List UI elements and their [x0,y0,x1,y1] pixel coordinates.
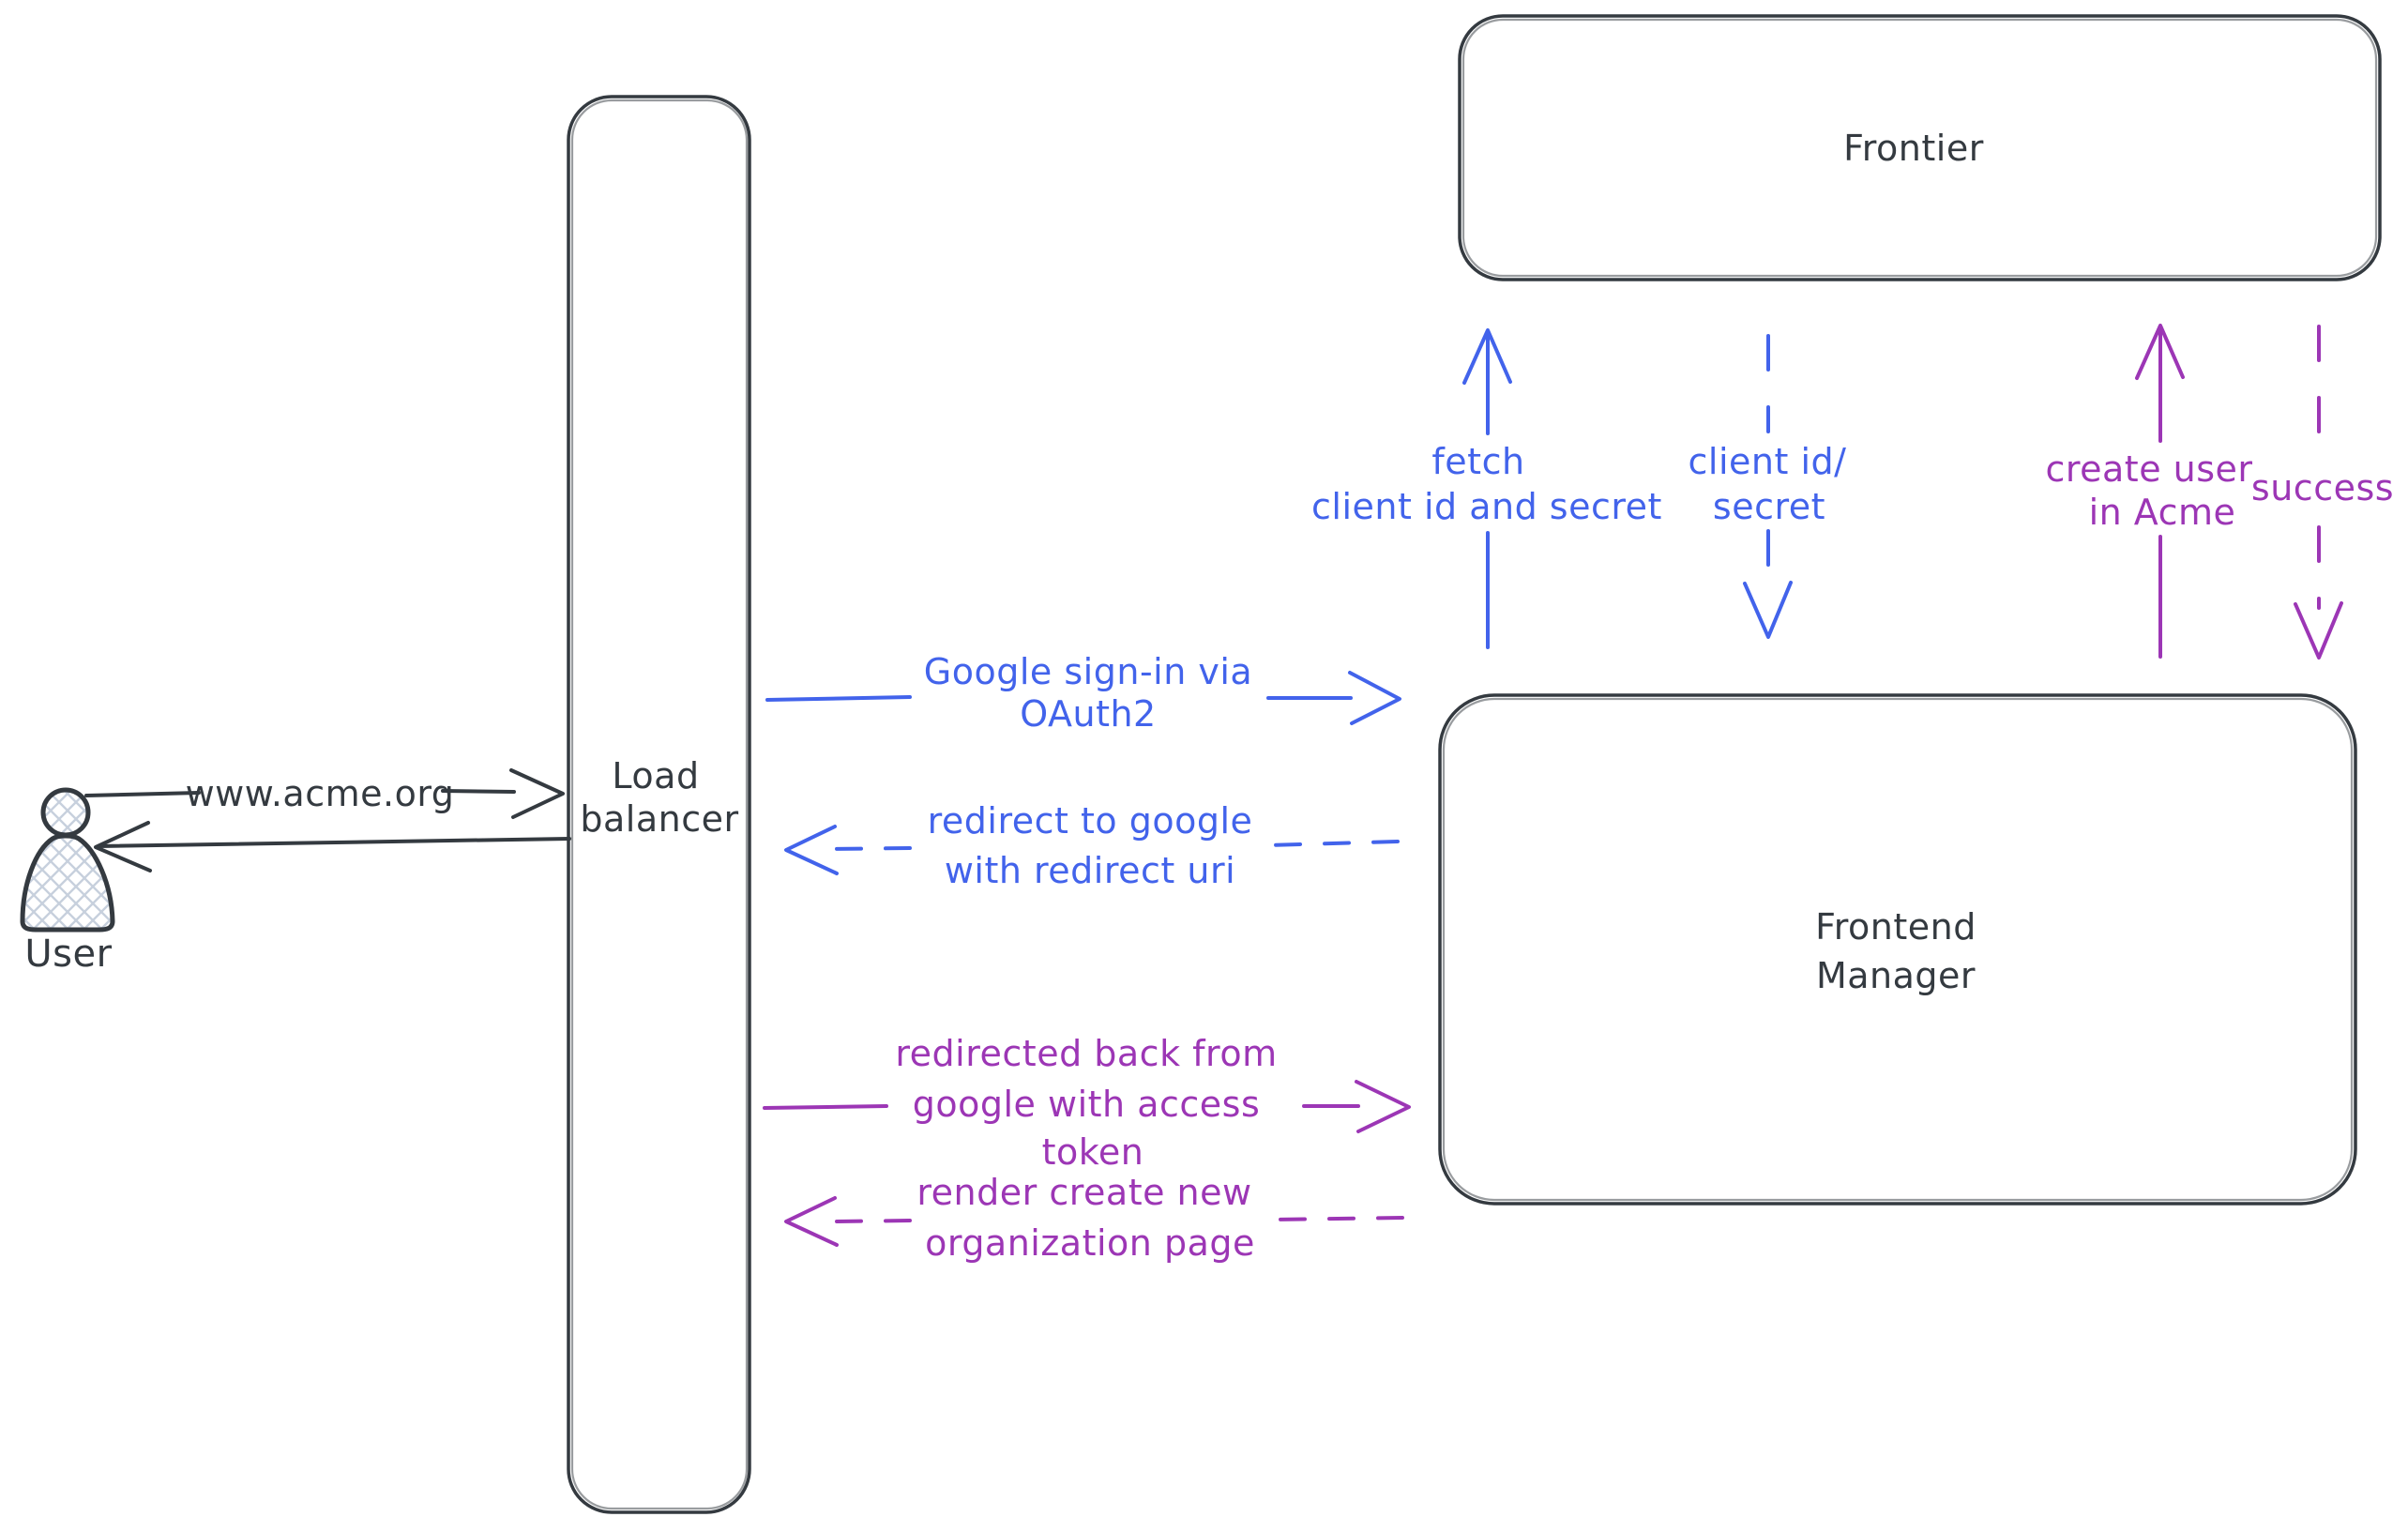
arrow-head-up-icon [2135,324,2185,380]
arrow-head-up-icon [1462,328,1512,385]
user-icon [40,787,91,838]
arrow-fetch-client: fetch client id and secret [1311,328,1662,649]
arrow-success-label: success [2251,467,2394,508]
load-balancer-label-line1: Load [612,755,699,796]
arrow-redirected-back-label-line1: redirected back from [895,1033,1277,1074]
load-balancer-box [567,95,751,1514]
arrow-head-right-icon [1355,1080,1411,1133]
arrow-redirect-google: redirect to google with redirect uri [784,800,1400,891]
arrow-create-user: create user in Acme [2045,324,2252,659]
arrow-redirect-google-label-line1: redirect to google [928,800,1253,842]
arrow-client-id-secret: client id/ secret [1689,334,1847,639]
arrow-www-acme: www.acme.org [84,768,565,819]
frontier-box-sketch [1461,18,2378,278]
arrow-line [827,840,1400,851]
arrow-client-id-secret-label-line2: secret [1713,486,1825,527]
arrow-line [831,1216,1404,1223]
load-balancer-label-line2: balancer [580,798,738,840]
frontend-manager-label-line2: Manager [1816,955,1976,996]
arrow-create-user-label-line1: create user [2045,448,2252,490]
arrow-render-org-page-label-line2: organization page [925,1222,1255,1264]
arrow-head-right-icon [1348,671,1401,725]
frontier-node: Frontier [1458,14,2382,281]
user-node: User [20,787,115,976]
frontend-manager-box-sketch [1442,697,2354,1202]
frontend-manager-label-line1: Frontend [1815,906,1976,948]
user-label: User [24,933,112,976]
arrow-redirected-back: redirected back from google with access … [763,1033,1411,1173]
arrow-line [84,789,516,797]
load-balancer-box-sketch [570,99,749,1510]
arrow-render-org-page-label-line1: render create new [916,1172,1251,1213]
arrow-redirect-google-label-line2: with redirect uri [945,850,1235,891]
arrow-fetch-client-label-line1: fetch [1431,441,1524,482]
frontier-label: Frontier [1843,128,1984,169]
arrow-head-left-icon [94,821,152,872]
arrow-line [763,1104,1360,1110]
arrow-head-down-icon [2294,601,2343,660]
arrow-head-left-icon [784,1196,839,1247]
arrow-client-id-secret-label-line1: client id/ [1689,441,1847,482]
frontend-manager-box [1438,693,2357,1206]
arrow-head-down-icon [1743,581,1793,639]
user-icon-body [20,833,115,933]
arrow-google-signin-label-line1: Google sign-in via [924,651,1252,692]
load-balancer-node: Load balancer [567,95,751,1514]
frontend-manager-node: Frontend Manager [1438,693,2357,1206]
arrow-render-org-page: render create new organization page [784,1172,1404,1264]
arrow-redirected-back-label-line3: token [1042,1131,1144,1173]
arrow-google-signin: Google sign-in via OAuth2 [765,651,1401,735]
arrow-line [765,695,1353,702]
arrow-head-left-icon [784,825,839,875]
arrow-success: success [2251,325,2394,660]
arrow-return-to-user [94,821,571,872]
arrow-head-right-icon [509,768,565,819]
arrow-redirected-back-label-line2: google with access [913,1084,1261,1125]
arrow-google-signin-label-line2: OAuth2 [1020,693,1156,735]
arrow-create-user-label-line2: in Acme [2089,492,2236,533]
arrow-fetch-client-label-line2: client id and secret [1311,486,1662,527]
arrow-www-acme-label: www.acme.org [186,773,455,814]
arrow-line [97,837,571,848]
frontier-box [1458,14,2382,281]
